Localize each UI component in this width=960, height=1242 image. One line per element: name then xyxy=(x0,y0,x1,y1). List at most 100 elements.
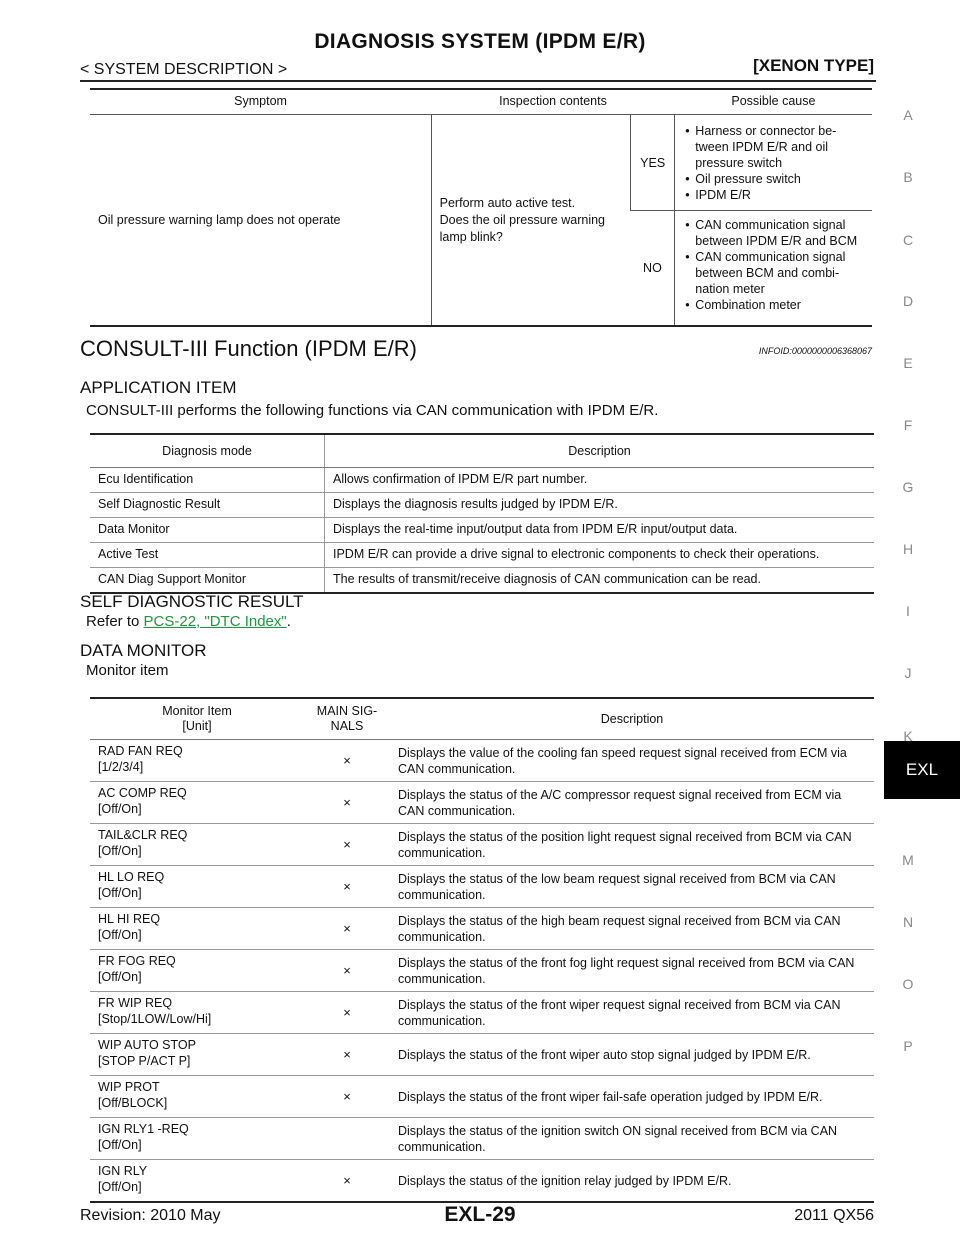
desc-cell: Allows confirmation of IPDM E/R part num… xyxy=(324,467,874,493)
type-label: [XENON TYPE] xyxy=(753,56,874,75)
no-cause-item: Combination meter xyxy=(683,297,866,313)
side-index-i[interactable]: I xyxy=(906,603,910,619)
desc-cell: IPDM E/R can provide a drive signal to e… xyxy=(324,542,874,568)
page-title: DIAGNOSIS SYSTEM (IPDM E/R) xyxy=(314,30,646,53)
main-signal-cell: × xyxy=(304,949,390,992)
monitor-desc-cell: Displays the status of the front wiper f… xyxy=(390,1075,874,1118)
side-index-n[interactable]: N xyxy=(902,914,914,930)
monitor-item-table: Monitor Item [Unit] MAIN SIG- NALS Descr… xyxy=(90,697,874,1203)
monitor-item-unit: [Off/On] xyxy=(98,928,142,942)
side-index-g[interactable]: G xyxy=(902,479,914,495)
side-index-f[interactable]: F xyxy=(903,417,913,433)
main-signal-cell: × xyxy=(304,1159,390,1203)
monitor-desc-cell: Displays the status of the high beam req… xyxy=(390,907,874,950)
monitor-desc-cell: Displays the status of the A/C compresso… xyxy=(390,781,874,824)
section-title: CONSULT-III Function (IPDM E/R) xyxy=(80,336,417,361)
refer-suffix: . xyxy=(286,613,291,630)
breadcrumb: < SYSTEM DESCRIPTION > xyxy=(80,61,288,78)
side-index-j[interactable]: J xyxy=(904,665,912,681)
self-diagnostic-heading: SELF DIAGNOSTIC RESULT xyxy=(80,592,304,611)
monitor-item-unit: [STOP P/ACT P] xyxy=(98,1054,191,1068)
monitor-item-name: RAD FAN REQ xyxy=(98,744,183,758)
monitor-desc-cell: Displays the value of the cooling fan sp… xyxy=(390,739,874,782)
monitor-desc-cell: Displays the status of the front wiper r… xyxy=(390,991,874,1034)
dtc-index-link[interactable]: PCS-22, "DTC Index" xyxy=(143,613,287,630)
table-row: WIP AUTO STOP[STOP P/ACT P] × Displays t… xyxy=(90,1033,874,1076)
table-row: IGN RLY1 -REQ[Off/On] Displays the statu… xyxy=(90,1117,874,1160)
col-description: Description xyxy=(324,433,874,468)
no-cause-item: CAN communication signal between IPDM E/… xyxy=(683,217,866,249)
monitor-item-cell: FR WIP REQ[Stop/1LOW/Low/Hi] xyxy=(90,991,304,1034)
main-signal-cell: × xyxy=(304,781,390,824)
table-row: Self Diagnostic Result Displays the diag… xyxy=(90,492,874,518)
refer-prefix: Refer to xyxy=(86,613,144,630)
side-index-c[interactable]: C xyxy=(902,232,914,248)
side-index-a[interactable]: A xyxy=(903,107,913,123)
col-monitor-item: Monitor Item [Unit] xyxy=(90,697,304,740)
monitor-item-subheading: Monitor item xyxy=(86,662,169,679)
monitor-item-cell: IGN RLY1 -REQ[Off/On] xyxy=(90,1117,304,1160)
main-signal-cell: × xyxy=(304,1075,390,1118)
table-row: WIP PROT [Off/BLOCK] × Displays the statu… xyxy=(90,1075,874,1118)
main-signal-cell: × xyxy=(304,739,390,782)
mode-cell: Active Test xyxy=(90,542,325,568)
table-row: IGN RLY[Off/On] × Displays the status of… xyxy=(90,1159,874,1203)
info-id: INFOID:0000000006368067 xyxy=(758,346,872,356)
monitor-item-name: WIP PROT xyxy=(98,1080,160,1094)
monitor-item-name: HL LO REQ xyxy=(98,870,165,884)
table-row: Ecu Identification Allows confirmation o… xyxy=(90,467,874,493)
table-row: FR WIP REQ[Stop/1LOW/Low/Hi] × Displays … xyxy=(90,991,874,1034)
main-signal-cell: × xyxy=(304,907,390,950)
side-index-o[interactable]: O xyxy=(902,976,914,992)
monitor-desc-cell: Displays the status of the low beam requ… xyxy=(390,865,874,908)
side-index-h[interactable]: H xyxy=(902,541,914,557)
table-row: RAD FAN REQ[1/2/3/4] × Displays the valu… xyxy=(90,739,874,782)
side-index-k[interactable]: K xyxy=(903,728,913,744)
monitor-item-name: HL HI REQ xyxy=(98,912,161,926)
desc-cell: Displays the real-time input/output data… xyxy=(324,517,874,543)
diagnosis-mode-table: Diagnosis mode Description Ecu Identific… xyxy=(90,433,874,594)
table-row: AC COMP REQ[Off/On] × Displays the statu… xyxy=(90,781,874,824)
side-index-m[interactable]: M xyxy=(902,852,914,868)
monitor-item-cell: FR FOG REQ [Off/On] xyxy=(90,949,304,992)
monitor-item-name: TAIL&CLR REQ xyxy=(98,828,188,842)
monitor-desc-cell: Displays the status of the ignition swit… xyxy=(390,1117,874,1160)
data-monitor-heading: DATA MONITOR xyxy=(80,641,207,660)
footer-model: 2011 QX56 xyxy=(794,1207,874,1224)
yes-cause-item: Oil pressure switch xyxy=(683,171,866,187)
table-row: FR FOG REQ[Off/On] × Displays the status… xyxy=(90,949,874,992)
table-row: Data Monitor Displays the real-time inpu… xyxy=(90,517,874,543)
application-intro: CONSULT-III performs the following funct… xyxy=(86,402,659,419)
side-index-d[interactable]: D xyxy=(902,293,914,309)
side-index-b[interactable]: B xyxy=(903,169,913,185)
col-symptom: Symptom xyxy=(234,94,287,108)
footer-revision: Revision: 2010 May xyxy=(80,1207,221,1224)
side-index-e[interactable]: E xyxy=(903,355,913,371)
monitor-item-unit: [Off/BLOCK] xyxy=(98,1096,168,1110)
monitor-item-unit: [Off/On] xyxy=(98,886,142,900)
monitor-desc-cell: Displays the status of the position ligh… xyxy=(390,823,874,866)
monitor-item-unit: [Off/On] xyxy=(98,802,142,816)
monitor-item-cell: IGN RLY[Off/On] xyxy=(90,1159,304,1203)
table-row: HL HI REQ [Off/On] × Displays the status … xyxy=(90,907,874,950)
col-main-signals-line2: NALS xyxy=(330,719,364,733)
footer-page-number: EXL-29 xyxy=(444,1203,516,1226)
mode-cell: Ecu Identification xyxy=(90,467,325,493)
monitor-item-unit: [Off/On] xyxy=(98,970,142,984)
inspection-cell: Perform auto active test. Does the oil p… xyxy=(430,114,631,327)
main-signal-cell: × xyxy=(304,1033,390,1076)
symptom-table: Symptom Inspection contents Possible cau… xyxy=(90,88,872,327)
monitor-desc-cell: Displays the status of the ignition rela… xyxy=(390,1159,874,1203)
yes-label: YES xyxy=(630,114,675,211)
monitor-item-unit: [Off/On] xyxy=(98,844,142,858)
side-index-exl-active[interactable]: EXL xyxy=(884,741,960,799)
table-row: CAN Diag Support Monitor The results of … xyxy=(90,567,874,594)
desc-cell: The results of transmit/receive diagnosi… xyxy=(324,567,874,594)
mode-cell: CAN Diag Support Monitor xyxy=(90,567,325,594)
monitor-item-cell: HL LO REQ [Off/On] xyxy=(90,865,304,908)
monitor-item-name: FR FOG REQ xyxy=(98,954,176,968)
monitor-item-cell: WIP AUTO STOP[STOP P/ACT P] xyxy=(90,1033,304,1076)
side-index-p[interactable]: P xyxy=(903,1038,913,1054)
monitor-item-cell: TAIL&CLR REQ [Off/On] xyxy=(90,823,304,866)
monitor-desc-cell: Displays the status of the front wiper a… xyxy=(390,1033,874,1076)
